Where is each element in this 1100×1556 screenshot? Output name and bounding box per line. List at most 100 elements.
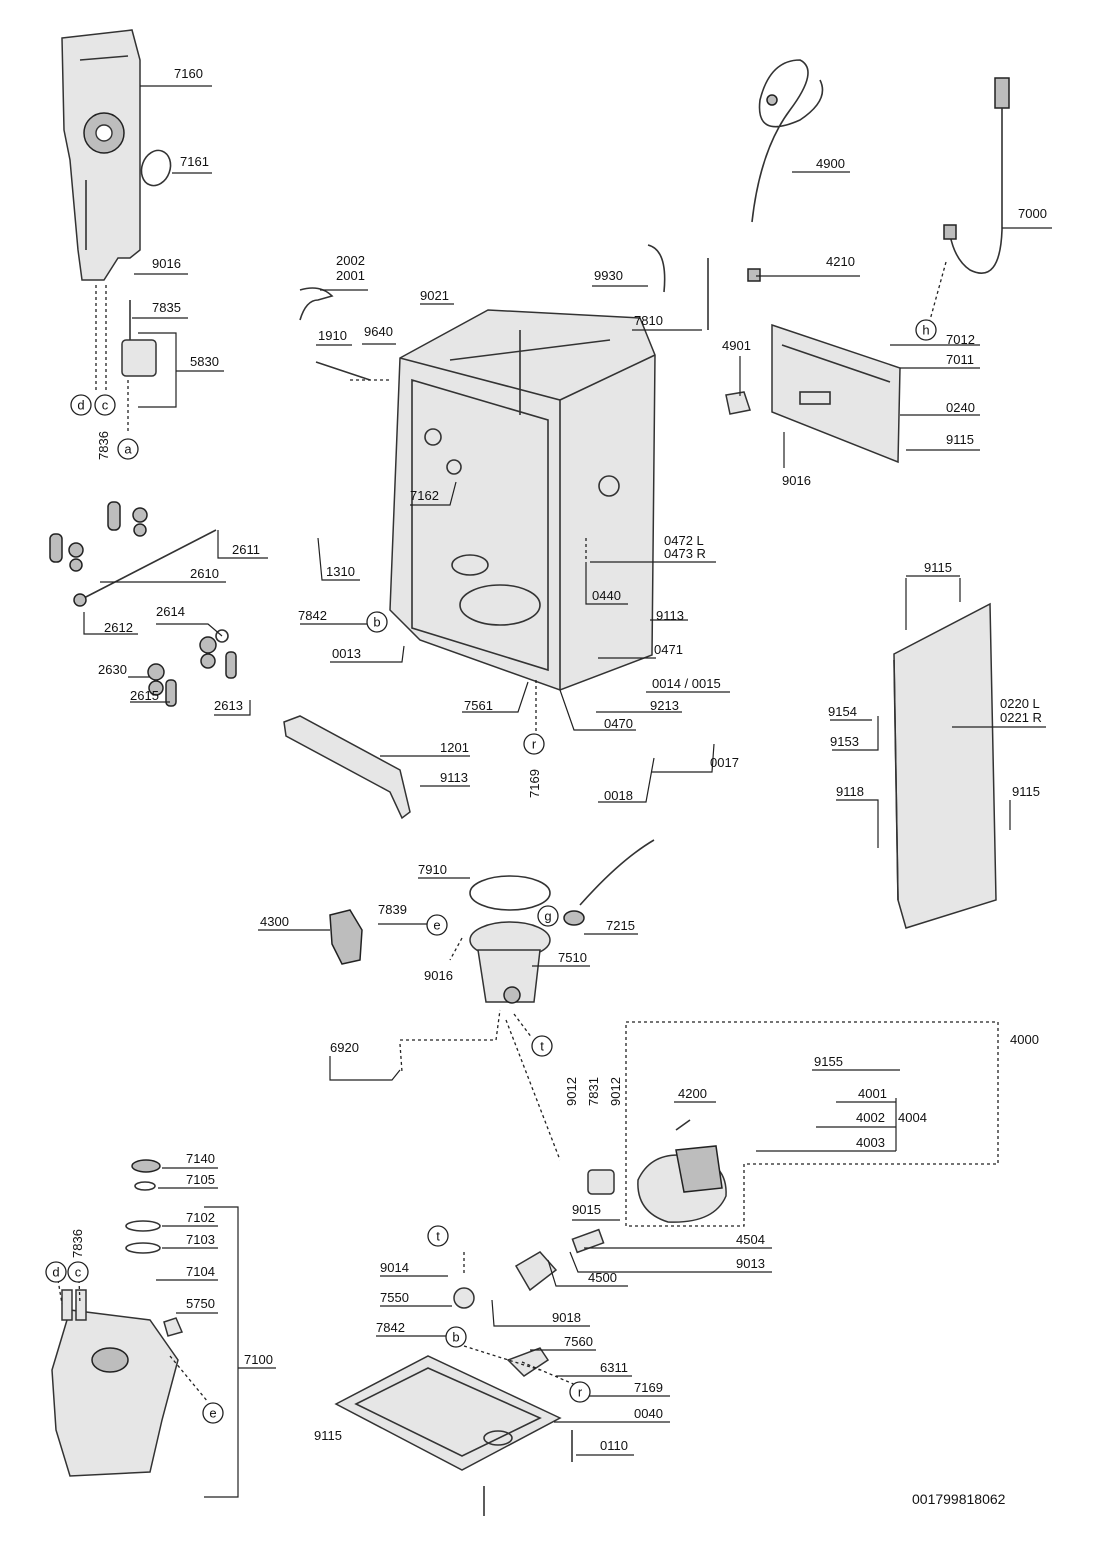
label-2615: 2615 [130,688,159,703]
label-7835: 7835 [152,300,181,315]
callout-e-pump: e [426,914,448,936]
callout-g: g [537,905,559,927]
callout-t-low: t [427,1225,449,1247]
label-7162: 7162 [410,488,439,503]
label-7012: 7012 [946,332,975,347]
label-4901: 4901 [722,338,751,353]
part-7160-panel [61,29,141,281]
label-9013: 9013 [736,1256,765,1271]
label-7842-base: 7842 [376,1320,405,1335]
svg-text:g: g [544,909,551,924]
callout-h: h [915,319,937,341]
label-0018: 0018 [604,788,633,803]
part-4200-heater-pump [637,1119,727,1223]
label-4900: 4900 [816,156,845,171]
part-0220-side-panel [893,602,997,929]
callout-a: a [117,438,139,460]
part-7831-tube [587,1169,615,1195]
callout-d-top: d [70,394,92,416]
label-4002: 4002 [856,1110,885,1125]
part-4210-clip [747,268,761,282]
svg-text:d: d [77,398,84,413]
label-9018: 9018 [552,1310,581,1325]
label-7215: 7215 [606,918,635,933]
document-id: 001799818062 [912,1491,1006,1507]
svg-text:e: e [209,1406,216,1421]
svg-text:d: d [52,1265,59,1280]
svg-text:b: b [452,1330,459,1345]
label-7140: 7140 [186,1151,215,1166]
part-1201-cover [283,715,411,820]
svg-text:t: t [540,1039,544,1054]
label-7836-bottom: 7836 [70,1229,85,1258]
label-0013: 0013 [332,646,361,661]
label-9113-tub: 9113 [656,608,684,623]
label-2001: 2001 [336,268,365,283]
svg-text:c: c [75,1265,82,1280]
label-9113: 9113 [440,770,468,785]
svg-text:t: t [436,1229,440,1244]
label-7011: 7011 [946,352,974,367]
label-0220: 0220 L [1000,696,1040,711]
part-5830-valve [121,300,157,377]
label-4004: 4004 [898,1110,927,1125]
label-9118: 9118 [836,784,864,799]
svg-text:a: a [124,442,132,457]
label-9115: 9115 [946,432,974,447]
label-0017: 0017 [710,755,739,770]
part-4900-cable [751,59,824,223]
label-6920: 6920 [330,1040,359,1055]
callout-t-pump: t [531,1035,553,1057]
callout-c-top: c [94,394,116,416]
part-7140-cap [131,1159,161,1173]
part-2001-bracket [299,287,334,321]
part-7510-sump [469,921,551,1004]
label-5750: 5750 [186,1296,215,1311]
label-9015: 9015 [572,1202,601,1217]
callout-e-bottom: e [202,1402,224,1424]
part-7910-ring [469,875,551,911]
label-9154: 9154 [828,704,857,719]
leader-lines [83,85,1052,1498]
label-9014: 9014 [380,1260,409,1275]
label-1910: 1910 [318,328,347,343]
callout-b-tub: b [366,611,388,633]
part-7102-7103-rings [125,1220,161,1254]
label-9012-left: 9012 [564,1077,579,1106]
part-4901-bracket [725,391,751,415]
callout-d-bottom: d [45,1261,67,1283]
part-1910-seal [315,361,371,381]
label-2002: 2002 [336,253,365,268]
label-4504: 4504 [736,1232,765,1247]
svg-text:c: c [102,398,109,413]
svg-text:r: r [532,737,537,752]
label-4500: 4500 [588,1270,617,1285]
label-0240: 0240 [946,400,975,415]
label-9016-plate: 9016 [782,473,811,488]
label-7836: 7836 [96,431,111,460]
part-7000-hose [943,77,1010,275]
label-6311: 6311 [600,1360,628,1375]
label-7104: 7104 [186,1264,215,1279]
part-0040-base [334,1355,562,1471]
part-7161-ring [140,149,172,187]
label-2630: 2630 [98,662,127,677]
svg-text:r: r [578,1385,583,1400]
label-4300: 4300 [260,914,289,929]
label-4200: 4200 [678,1086,707,1101]
label-7000: 7000 [1018,206,1047,221]
label-9115-panel: 9115 [1012,784,1040,799]
label-9155: 9155 [814,1054,843,1069]
label-0040: 0040 [634,1406,663,1421]
label-0470: 0470 [604,716,633,731]
label-7510: 7510 [558,950,587,965]
label-9930: 9930 [594,268,623,283]
part-5750-clip [163,1317,184,1337]
label-4210: 4210 [826,254,855,269]
label-0472: 0472 L [664,533,704,548]
label-0110: 0110 [600,1438,628,1453]
part-7105-ring [134,1181,156,1191]
label-9021: 9021 [420,288,449,303]
label-9016: 9016 [152,256,181,271]
svg-text:h: h [922,323,929,338]
